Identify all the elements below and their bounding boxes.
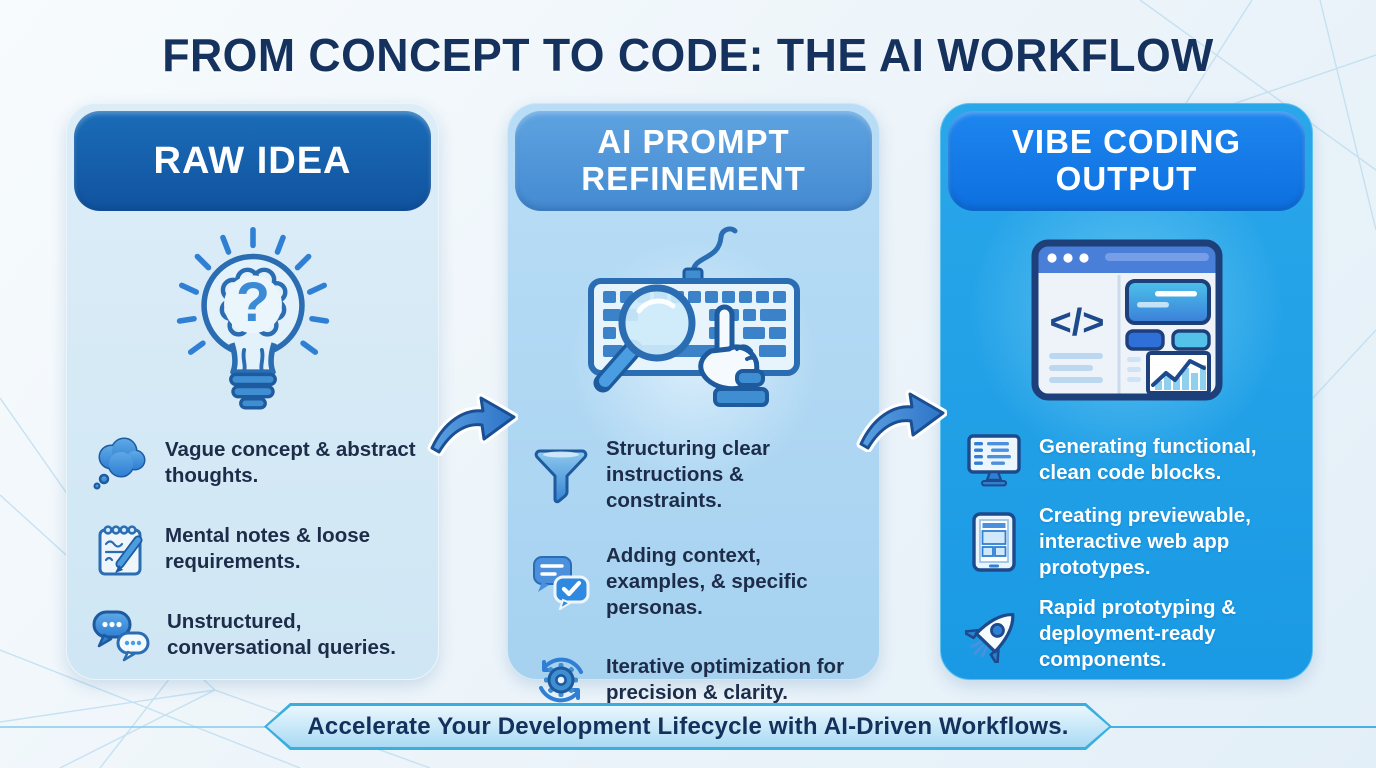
list-item: Unstructured, conversational queries. [91, 608, 420, 662]
flow-arrow-icon [856, 389, 947, 452]
keyboard-magnifier-hand-icon [508, 216, 879, 426]
bullet-text: Generating functional, clean code blocks… [1039, 435, 1257, 484]
list-item: Creating previewable, interactive web ap… [965, 503, 1294, 580]
browser-window-code-icon: </> [941, 216, 1312, 426]
chat-check-icon [532, 554, 590, 611]
card-header-raw-idea: RAW IDEA [74, 111, 431, 211]
list-item: Vague concept & abstract thoughts. [91, 436, 420, 490]
vibe-coding-output-list: Generating functional, clean code blocks… [965, 430, 1294, 671]
card-header-label: RAW IDEA [153, 139, 352, 182]
footer-banner-text: Accelerate Your Development Lifecycle wi… [307, 712, 1069, 740]
bullet-text: Structuring clear instructions & constra… [606, 437, 771, 512]
bullet-text: Mental notes & loose requirements. [165, 524, 371, 573]
lightbulb-brain-icon: ? [67, 216, 438, 426]
bullet-text: Vague concept & abstract thoughts. [165, 438, 416, 487]
card-header-label: AI PROMPT REFINEMENT [581, 123, 806, 197]
tablet-prototype-icon [965, 511, 1023, 573]
svg-text:?: ? [236, 271, 270, 333]
list-item: Iterative optimization for precision & c… [532, 651, 861, 709]
bullet-text: Rapid prototyping & deployment-ready com… [1039, 596, 1237, 672]
monitor-code-icon [965, 432, 1023, 488]
list-item: Rapid prototyping & deployment-ready com… [965, 595, 1294, 672]
card-ai-prompt-refinement: AI PROMPT REFINEMENT [507, 103, 880, 704]
svg-text:</>: </> [1049, 302, 1104, 344]
chat-bubbles-icon [91, 608, 151, 662]
rocket-icon [965, 605, 1023, 664]
flow-arrow-icon [427, 393, 518, 456]
bullet-text: Iterative optimization for precision & c… [606, 655, 845, 704]
funnel-icon [532, 446, 590, 504]
page-title: FROM CONCEPT TO CODE: THE AI WORKFLOW [162, 29, 1214, 81]
banner-tip-line-right [1108, 726, 1376, 728]
list-item: Adding context, examples, & specific per… [532, 543, 861, 620]
list-item: Structuring clear instructions & constra… [532, 436, 861, 513]
bullet-text: Unstructured, conversational queries. [167, 610, 397, 659]
notepad-pen-icon [91, 520, 149, 578]
card-raw-idea: RAW IDEA [66, 103, 439, 680]
card-header-ai-prompt-refinement: AI PROMPT REFINEMENT [515, 111, 872, 211]
card-header-label: VIBE CODING OUTPUT [1011, 123, 1242, 197]
footer-banner-inner: Accelerate Your Development Lifecycle wi… [267, 706, 1109, 747]
ai-prompt-refinement-list: Structuring clear instructions & constra… [532, 430, 861, 704]
gear-cycle-icon [532, 651, 590, 709]
footer-banner: Accelerate Your Development Lifecycle wi… [264, 703, 1112, 750]
list-item: Mental notes & loose requirements. [91, 520, 420, 578]
list-item: Generating functional, clean code blocks… [965, 432, 1294, 488]
bullet-text: Adding context, examples, & specific per… [606, 544, 808, 620]
bullet-text: Creating previewable, interactive web ap… [1039, 504, 1251, 579]
raw-idea-list: Vague concept & abstract thoughts. [91, 430, 420, 663]
card-vibe-coding-output: VIBE CODING OUTPUT </> [940, 103, 1313, 680]
banner-tip-line-left [0, 726, 266, 728]
thought-cloud-icon [91, 436, 149, 490]
card-header-vibe-coding-output: VIBE CODING OUTPUT [948, 111, 1305, 211]
